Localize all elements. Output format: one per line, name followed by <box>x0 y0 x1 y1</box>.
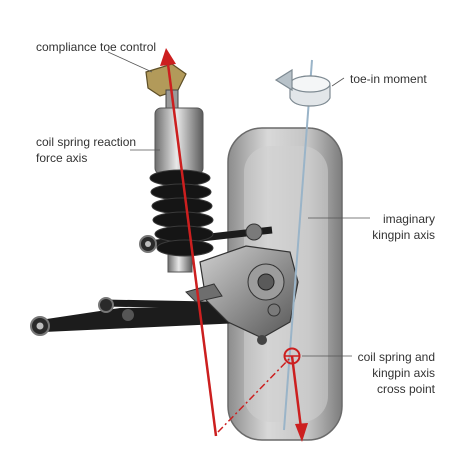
rotation-arrow-icon <box>274 68 331 107</box>
label-toe-in-moment: toe-in moment <box>350 72 427 86</box>
label-kingpin-line2: kingpin axis <box>372 228 435 242</box>
kingpin-axis <box>283 59 313 431</box>
strut-top-mount <box>145 63 187 111</box>
label-cross-line3: cross point <box>376 382 435 396</box>
dash-dot-connector <box>217 355 293 433</box>
label-kingpin-line1: imaginary <box>382 212 435 226</box>
lower-control-arm <box>30 297 264 336</box>
leader-lines <box>107 51 370 357</box>
cross-point-marker-icon <box>283 347 301 365</box>
label-coil-axis-line1: coil spring reaction <box>36 135 137 149</box>
label-cross-line2: kingpin axis <box>372 366 435 380</box>
label-coil-axis-line2: force axis <box>36 151 88 165</box>
label-compliance-toe: compliance toe control <box>36 40 157 54</box>
knuckle-hub <box>185 223 299 345</box>
kingpin-red-arrow <box>290 355 308 442</box>
coil-spring <box>149 169 214 257</box>
coil-spring-axis <box>160 48 218 437</box>
label-cross-line1: coil spring and <box>357 350 435 364</box>
